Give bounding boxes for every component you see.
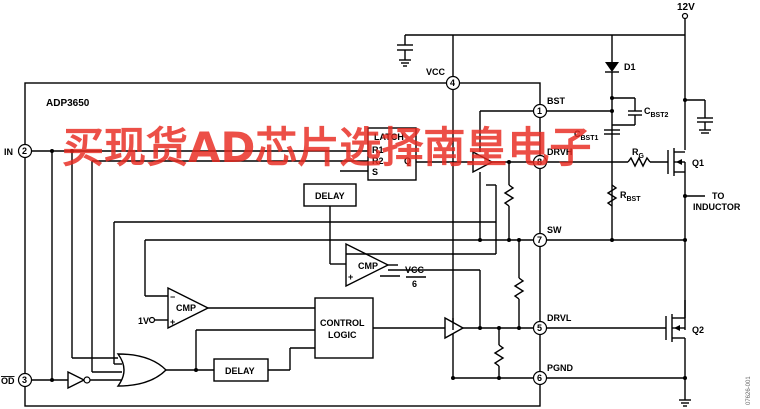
- svg-text:1: 1: [537, 106, 542, 116]
- svg-text:LATCH: LATCH: [374, 132, 404, 142]
- pin-7: 7: [532, 232, 548, 248]
- svg-text:Q: Q: [404, 156, 411, 166]
- supply-terminal: [681, 12, 689, 20]
- rbst-label: RBST: [620, 190, 641, 203]
- svg-text:4: 4: [450, 78, 455, 88]
- or-gate: [116, 353, 167, 387]
- svg-text:8: 8: [537, 157, 542, 167]
- latch-block: [367, 127, 417, 181]
- pin-in-label: IN: [4, 147, 13, 157]
- svg-text:6: 6: [537, 373, 542, 383]
- svg-text:R1: R1: [372, 145, 384, 155]
- pin-vcc-label: VCC: [426, 67, 446, 77]
- pin-bst-label: BST: [547, 96, 566, 106]
- pin-2: 2: [17, 143, 33, 159]
- drvh-driver: [472, 150, 494, 174]
- svg-text:1V: 1V: [138, 316, 149, 326]
- svg-text:R2: R2: [372, 156, 384, 166]
- svg-text:2: 2: [22, 146, 27, 156]
- drvl-driver: [444, 316, 465, 340]
- svg-text:CONTROL: CONTROL: [320, 318, 365, 328]
- cbst1-label: CBST1: [574, 129, 599, 142]
- pin-1: 1: [532, 103, 548, 119]
- chip-name: ADP3650: [46, 98, 90, 109]
- diode-d1: [605, 62, 619, 72]
- pin-drvl-label: DRVL: [547, 313, 572, 323]
- svg-text:LOGIC: LOGIC: [328, 330, 357, 340]
- svg-text:CMP: CMP: [176, 303, 196, 313]
- pin-drvh-label: DRVH: [547, 147, 572, 157]
- svg-text:5: 5: [537, 323, 542, 333]
- svg-text:3: 3: [22, 375, 27, 385]
- q1-label: Q1: [692, 158, 704, 168]
- pin-4: [445, 75, 461, 91]
- watermark-text: 买现货AD芯片选择南皇电子: [62, 123, 591, 172]
- pin-3: 3: [17, 372, 33, 388]
- q2-label: Q2: [692, 325, 704, 335]
- cmp-left: [167, 286, 210, 330]
- svg-text:7: 7: [537, 235, 542, 245]
- pin-pgnd-label: PGND: [547, 363, 574, 373]
- pin-6: 6: [532, 370, 548, 386]
- svg-text:6: 6: [412, 279, 417, 289]
- to-inductor-2: INDUCTOR: [693, 202, 741, 212]
- svg-text:DELAY: DELAY: [225, 366, 255, 376]
- control-logic-block: [314, 297, 374, 359]
- cbst2-label: CBST2: [644, 106, 669, 119]
- rg-label: RG: [632, 147, 645, 160]
- svg-text:−: −: [170, 292, 175, 302]
- svg-text:S: S: [372, 167, 378, 177]
- resistor-rg: [627, 156, 651, 168]
- svg-text:DELAY: DELAY: [315, 191, 345, 201]
- pin-sw-label: SW: [547, 225, 562, 235]
- figure-code: 07626-001: [746, 376, 752, 405]
- pin-od-label: OD: [1, 376, 15, 386]
- od-inverter: [67, 370, 86, 390]
- svg-text:+: +: [348, 272, 353, 282]
- supply-label: 12V: [677, 2, 695, 13]
- to-inductor-1: TO: [712, 191, 724, 201]
- svg-text:+: +: [170, 317, 175, 327]
- pin-5: 5: [532, 320, 548, 336]
- svg-text:CMP: CMP: [358, 261, 378, 271]
- d1-label: D1: [624, 62, 636, 72]
